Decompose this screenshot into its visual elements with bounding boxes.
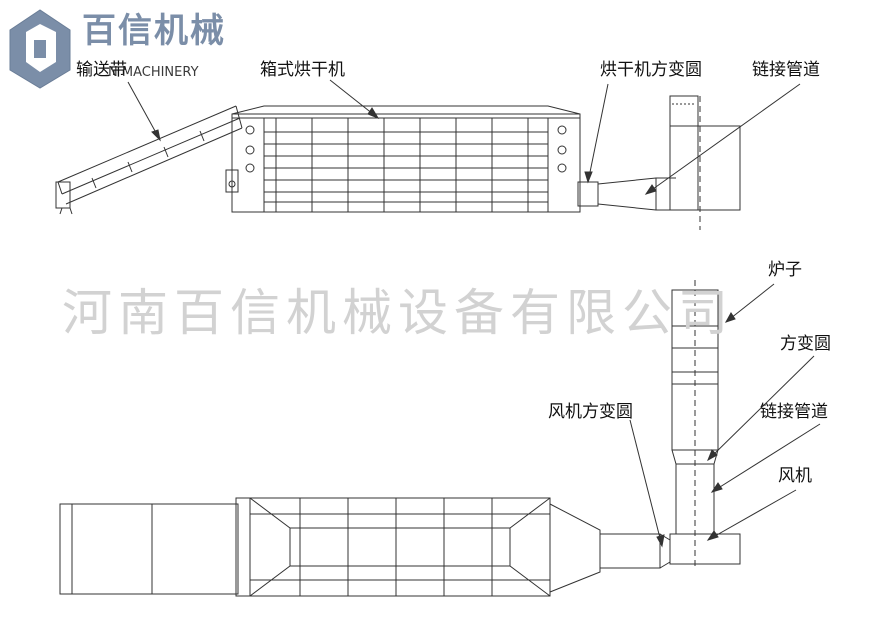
bottom-furnace-and-fan bbox=[669, 280, 741, 570]
label-fan-transition: 风机方变圆 bbox=[548, 402, 633, 422]
company-logo-icon bbox=[9, 9, 71, 89]
label-conveyor: 输送带 bbox=[76, 60, 127, 80]
dryer-grid bbox=[264, 118, 548, 212]
bottom-dryer-drawing bbox=[59, 497, 671, 597]
label-furnace: 炉子 bbox=[768, 260, 802, 280]
label-box-dryer: 箱式烘干机 bbox=[260, 60, 345, 80]
company-logo-subtitle: N MACHINERY bbox=[108, 65, 199, 80]
company-logo-name: 百信机械 bbox=[82, 11, 226, 51]
label-connecting-duct-top: 链接管道 bbox=[752, 60, 820, 80]
label-square-to-round: 方变圆 bbox=[780, 334, 831, 354]
leader-lines bbox=[127, 79, 821, 548]
label-dryer-transition: 烘干机方变圆 bbox=[600, 60, 702, 80]
label-fan: 风机 bbox=[778, 466, 812, 486]
company-watermark: 河南百信机械设备有限公司 bbox=[62, 284, 734, 342]
top-transition-and-furnace bbox=[577, 95, 741, 230]
box-dryer-drawing bbox=[225, 105, 581, 213]
conveyor-belt-drawing bbox=[55, 105, 243, 215]
label-connecting-duct-bottom: 链接管道 bbox=[760, 402, 828, 422]
